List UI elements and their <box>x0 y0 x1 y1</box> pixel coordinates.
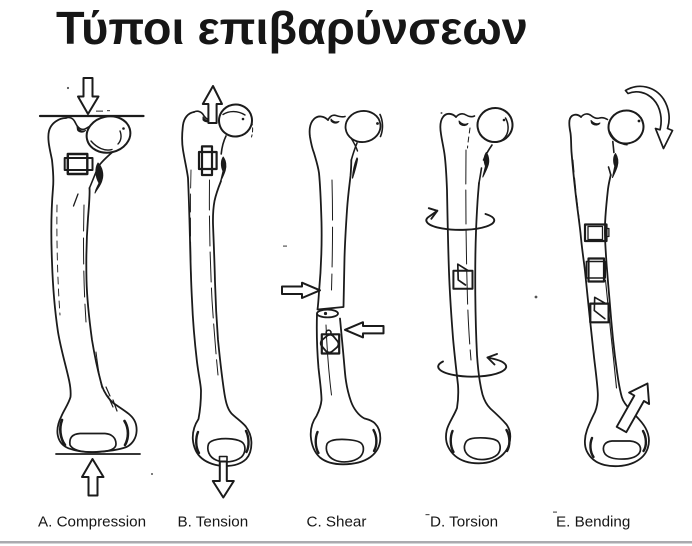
svg-text:A. Compression: A. Compression <box>38 514 146 531</box>
svg-text:B. Tension: B. Tension <box>178 514 249 531</box>
svg-text:E. Bending: E. Bending <box>556 514 630 531</box>
svg-text:D. Torsion: D. Torsion <box>430 514 498 531</box>
svg-text:Τύποι επιβαρύνσεων: Τύποι επιβαρύνσεων <box>56 2 528 54</box>
svg-text:C. Shear: C. Shear <box>307 514 367 531</box>
